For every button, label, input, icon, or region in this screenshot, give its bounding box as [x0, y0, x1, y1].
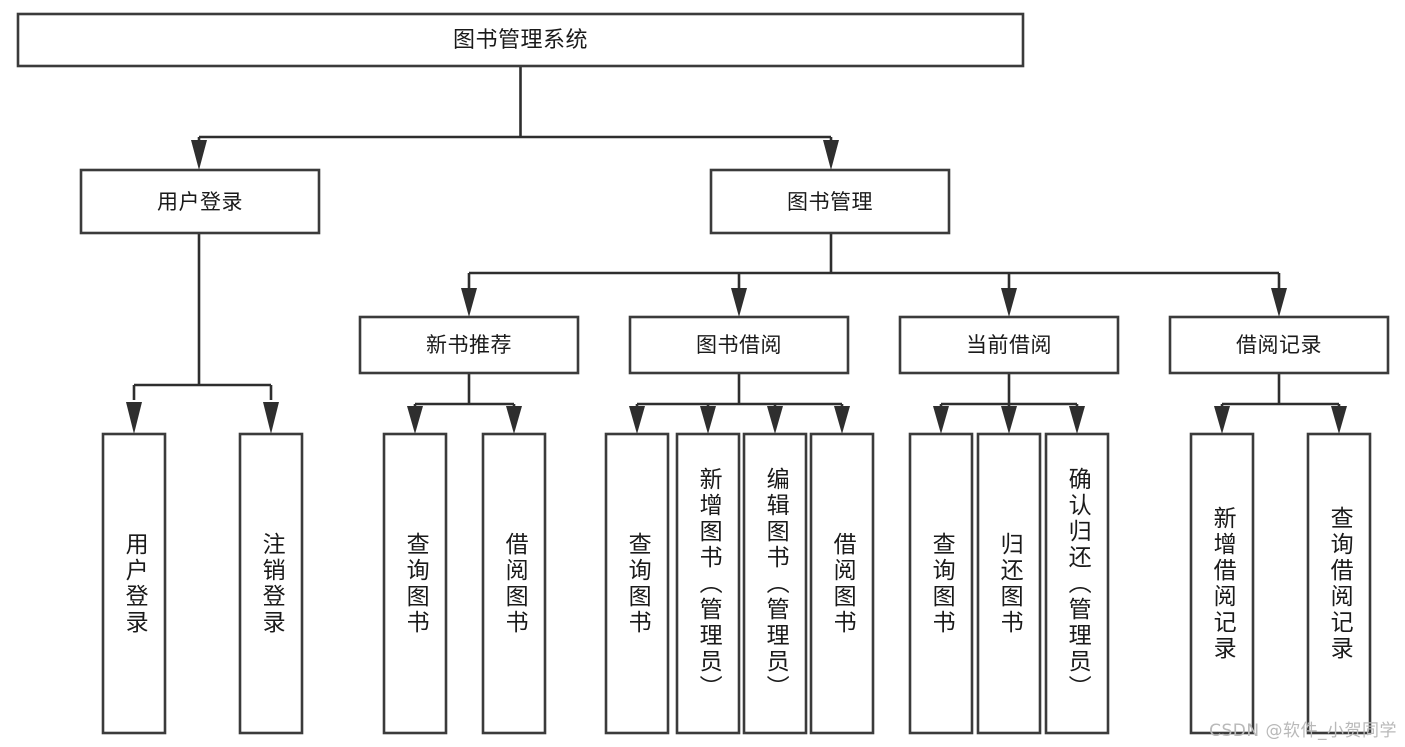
arrow-to-current-borrow [1001, 288, 1017, 317]
leaf-box-current-borrow-1[interactable] [908, 432, 974, 735]
leaf-box-new-book-1[interactable] [382, 432, 448, 735]
node-borrow-records-box [1168, 315, 1390, 375]
arrow-leaf-current-borrow-2 [1001, 406, 1017, 434]
arrow-leaf-user-login-2 [263, 402, 279, 434]
arrow-leaf-borrow-records-1 [1214, 406, 1230, 434]
arrow-to-new-book-recommend [461, 288, 477, 317]
node-root-system[interactable]: 图书管理系统 [16, 12, 1025, 68]
arrow-to-book-mgmt [823, 140, 839, 170]
csdn-watermark: CSDN @软件_小贺同学 [1209, 721, 1397, 741]
arrow-leaf-book-borrow-2 [700, 406, 716, 434]
leaf-boxes-group [101, 432, 1372, 735]
leaf-box-current-borrow-2[interactable] [976, 432, 1042, 735]
node-user-login-box [79, 168, 321, 235]
node-user-login[interactable]: 用户登录 [79, 168, 321, 235]
leaf-box-borrow-records-2[interactable] [1306, 432, 1372, 735]
arrow-to-borrow-records [1271, 288, 1287, 317]
leaf-box-book-borrow-1[interactable] [604, 432, 670, 735]
node-user-login-label: 用户登录 [157, 190, 243, 214]
arrow-to-book-borrow [731, 288, 747, 317]
arrow-leaf-current-borrow-3 [1069, 406, 1085, 434]
node-root-box [16, 12, 1025, 68]
leaf-box-new-book-2[interactable] [481, 432, 547, 735]
edges-group [126, 66, 1347, 434]
leaf-box-user-login-1[interactable] [101, 432, 167, 735]
node-new-book-recommend-box [358, 315, 580, 375]
leaf-box-book-borrow-3[interactable] [742, 432, 808, 735]
arrow-leaf-user-login-1 [126, 402, 142, 434]
node-book-management-box [709, 168, 951, 235]
node-book-borrow-box [628, 315, 850, 375]
leaf-box-book-borrow-2[interactable] [675, 432, 741, 735]
node-new-book-recommend-label: 新书推荐 [426, 333, 512, 357]
arrow-leaf-book-borrow-3 [767, 406, 783, 434]
leaf-box-book-borrow-4[interactable] [809, 432, 875, 735]
arrow-leaf-current-borrow-1 [933, 406, 949, 434]
node-current-borrow-box [898, 315, 1120, 375]
arrow-to-user-login [191, 140, 207, 170]
node-borrow-records[interactable]: 借阅记录 [1168, 315, 1390, 375]
node-book-management[interactable]: 图书管理 [709, 168, 951, 235]
arrow-leaf-new-book-1 [407, 406, 423, 434]
node-book-borrow[interactable]: 图书借阅 [628, 315, 850, 375]
node-book-management-label: 图书管理 [787, 190, 873, 214]
node-new-book-recommend[interactable]: 新书推荐 [358, 315, 580, 375]
arrow-leaf-book-borrow-4 [834, 406, 850, 434]
leaf-box-current-borrow-3[interactable] [1044, 432, 1110, 735]
node-root-label: 图书管理系统 [453, 28, 588, 53]
node-book-borrow-label: 图书借阅 [696, 333, 782, 357]
arrow-leaf-book-borrow-1 [629, 406, 645, 434]
leaf-box-user-login-2[interactable] [238, 432, 304, 735]
node-current-borrow-label: 当前借阅 [966, 333, 1052, 357]
leaf-box-borrow-records-1[interactable] [1189, 432, 1255, 735]
node-current-borrow[interactable]: 当前借阅 [898, 315, 1120, 375]
arrow-leaf-new-book-2 [506, 406, 522, 434]
node-borrow-records-label: 借阅记录 [1236, 333, 1322, 357]
arrow-leaf-borrow-records-2 [1331, 406, 1347, 434]
